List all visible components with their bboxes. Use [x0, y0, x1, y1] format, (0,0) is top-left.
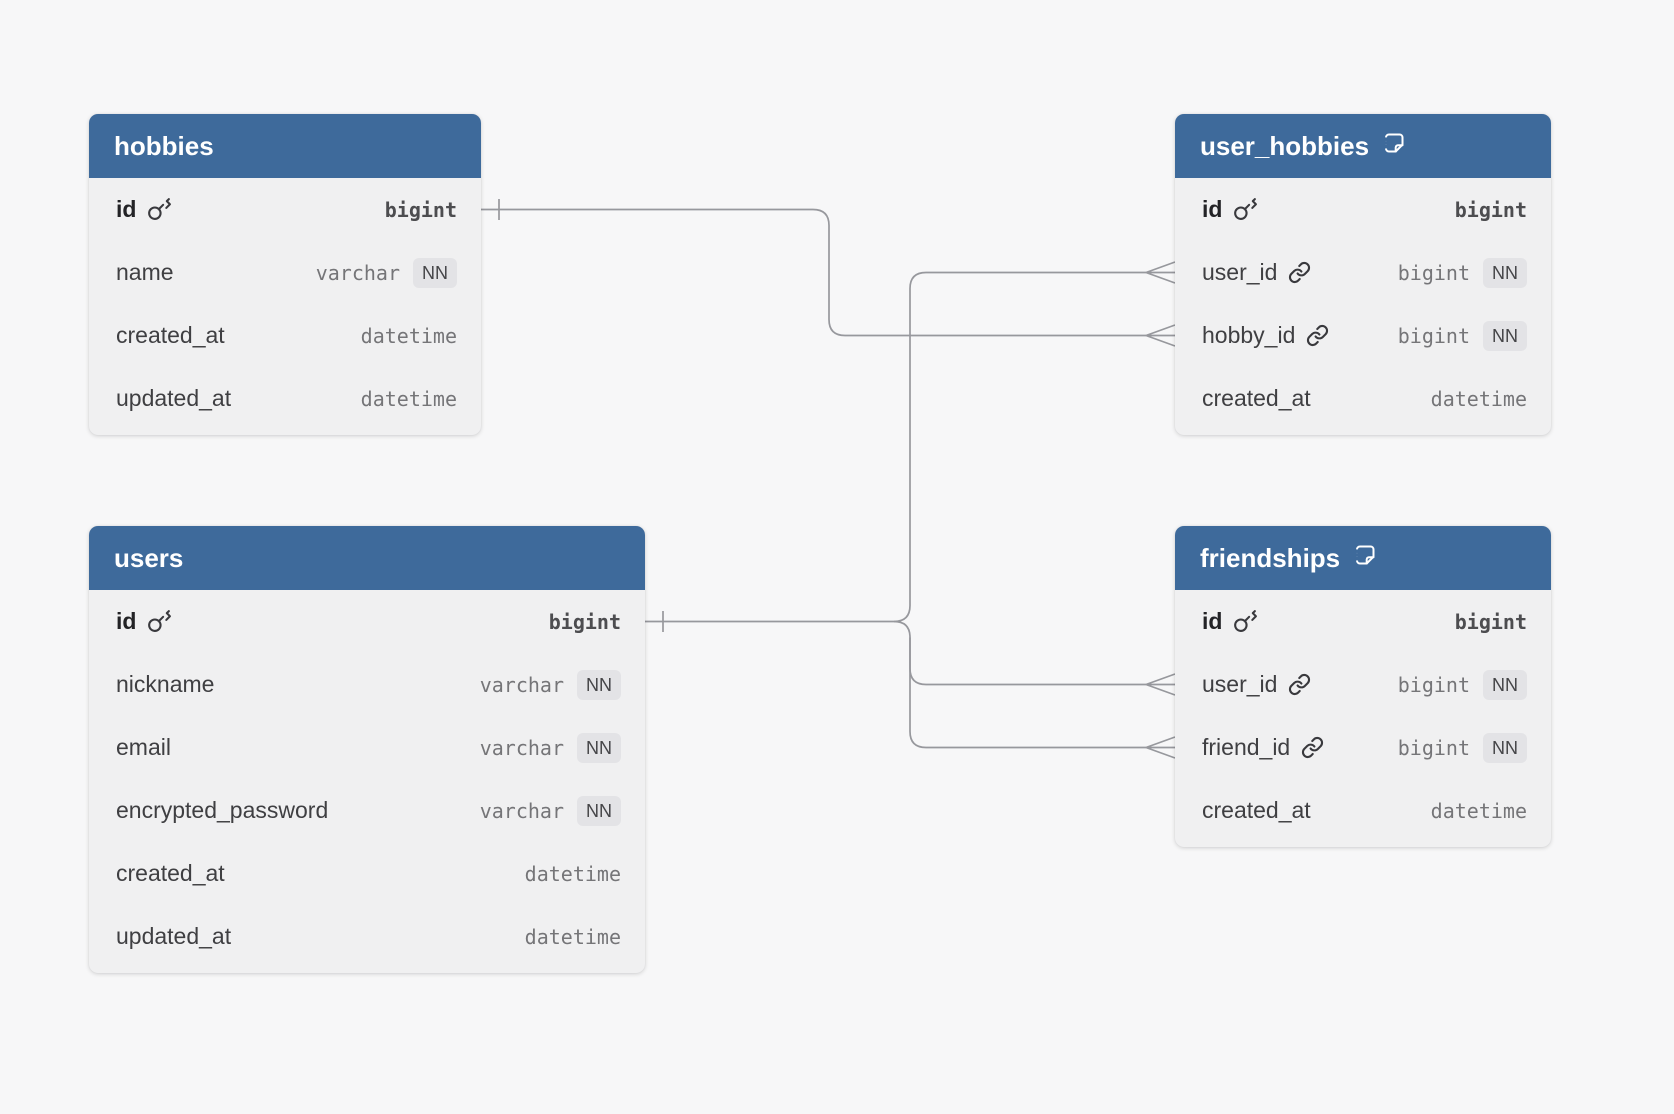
column-row[interactable]: nickname varchar NN — [89, 653, 645, 716]
column-row[interactable]: id bigint — [1202, 608, 1527, 634]
column-name: encrypted_password — [116, 797, 329, 823]
table-title: hobbies — [114, 130, 214, 161]
table-title: users — [114, 542, 184, 573]
column-row[interactable]: created_at datetime — [1175, 779, 1551, 842]
column-row[interactable]: encrypted_password varchar NN — [89, 779, 645, 842]
column-type: bigint — [1397, 323, 1470, 348]
column-name: updated_at — [116, 385, 232, 411]
not-null-badge: NN — [1483, 320, 1527, 351]
column-row[interactable]: name varchar NN — [89, 241, 481, 304]
link-icon — [1288, 261, 1311, 284]
many-marker — [1145, 673, 1176, 696]
relationship-users-friendships-friend[interactable] — [909, 637, 1176, 759]
column-name: updated_at — [116, 923, 232, 949]
column-row[interactable]: id bigint — [1202, 196, 1527, 222]
column-row[interactable]: id bigint — [116, 196, 457, 222]
column-type: datetime — [360, 386, 457, 411]
column-name: created_at — [116, 860, 225, 886]
link-icon — [1306, 324, 1329, 347]
relationship-users-user_hobbies[interactable] — [645, 261, 1176, 632]
column-type: varchar — [479, 735, 564, 760]
table-user-hobbies-header[interactable]: user_hobbies — [1175, 114, 1551, 178]
column-type: bigint — [1397, 672, 1470, 697]
table-title: friendships — [1200, 542, 1341, 573]
column-type: datetime — [524, 861, 621, 886]
column-name: created_at — [1202, 797, 1311, 823]
column-row[interactable]: user_id bigint NN — [1175, 241, 1551, 304]
column-type: bigint — [384, 197, 457, 222]
column-row[interactable]: id bigint — [116, 608, 621, 634]
column-type: datetime — [1430, 798, 1527, 823]
table-users[interactable]: users id bigint nickname varchar NN emai… — [89, 526, 645, 973]
not-null-badge: NN — [577, 669, 621, 700]
not-null-badge: NN — [577, 732, 621, 763]
key-icon — [147, 609, 172, 634]
not-null-badge: NN — [413, 257, 457, 288]
table-friendships-header[interactable]: friendships — [1175, 526, 1551, 590]
not-null-badge: NN — [1483, 732, 1527, 763]
table-users-header[interactable]: users — [89, 526, 645, 590]
column-name: nickname — [116, 671, 215, 697]
column-row[interactable]: created_at datetime — [89, 304, 481, 367]
table-hobbies[interactable]: hobbies id bigint name varchar NN create… — [89, 114, 481, 435]
many-marker — [1145, 736, 1176, 759]
column-name: email — [116, 734, 171, 760]
column-row[interactable]: updated_at datetime — [89, 905, 645, 968]
table-friendships[interactable]: friendships id bigint user_id — [1175, 526, 1551, 847]
many-marker — [1145, 261, 1176, 284]
column-name: created_at — [116, 322, 225, 348]
key-icon — [147, 197, 172, 222]
column-row[interactable]: email varchar NN — [89, 716, 645, 779]
link-icon — [1301, 736, 1324, 759]
column-type: bigint — [548, 609, 621, 634]
not-null-badge: NN — [577, 795, 621, 826]
key-icon — [1233, 609, 1258, 634]
column-row[interactable]: created_at datetime — [1175, 367, 1551, 430]
column-type: bigint — [1397, 735, 1470, 760]
link-icon — [1288, 673, 1311, 696]
relationship-hobbies-user_hobbies[interactable] — [481, 199, 1176, 347]
key-icon — [1233, 197, 1258, 222]
column-type: varchar — [479, 798, 564, 823]
column-row[interactable]: user_id bigint NN — [1175, 653, 1551, 716]
column-type: varchar — [315, 260, 400, 285]
column-type: datetime — [360, 323, 457, 348]
column-row[interactable]: hobby_id bigint NN — [1175, 304, 1551, 367]
not-null-badge: NN — [1483, 669, 1527, 700]
column-row[interactable]: updated_at datetime — [89, 367, 481, 430]
column-name: name — [116, 259, 174, 285]
column-type: bigint — [1454, 609, 1527, 634]
table-title: user_hobbies — [1200, 130, 1370, 161]
column-row[interactable]: friend_id bigint NN — [1175, 716, 1551, 779]
table-user-hobbies[interactable]: user_hobbies id bigint user_id — [1175, 114, 1551, 435]
column-type: bigint — [1397, 260, 1470, 285]
table-hobbies-header[interactable]: hobbies — [89, 114, 481, 178]
column-type: bigint — [1454, 197, 1527, 222]
note-icon — [1353, 543, 1377, 574]
column-type: varchar — [479, 672, 564, 697]
note-icon — [1382, 131, 1406, 162]
column-name: created_at — [1202, 385, 1311, 411]
column-type: datetime — [524, 924, 621, 949]
column-row[interactable]: created_at datetime — [89, 842, 645, 905]
column-type: datetime — [1430, 386, 1527, 411]
relationship-users-friendships-user[interactable] — [893, 620, 1176, 696]
not-null-badge: NN — [1483, 257, 1527, 288]
many-marker — [1145, 324, 1176, 347]
